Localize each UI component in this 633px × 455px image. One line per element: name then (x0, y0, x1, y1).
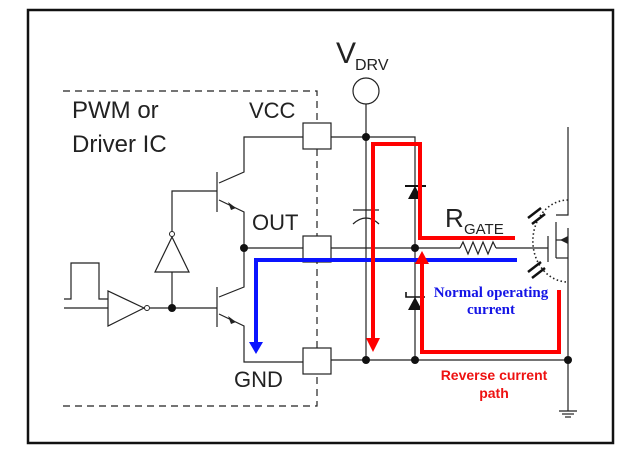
pin-label-out: OUT (252, 210, 298, 235)
ic-label-line2: Driver IC (72, 131, 167, 158)
pin-label-vcc: VCC (249, 98, 296, 123)
junction-dot (362, 356, 370, 364)
lower-zener-icon (408, 297, 422, 310)
reverse-current-path-lower (420, 262, 561, 354)
junction-dot (411, 244, 419, 252)
junction-dot (240, 244, 248, 252)
reverse-path-arrow-down-icon (366, 338, 380, 352)
ground-icon (559, 400, 577, 418)
junction-dot (564, 356, 572, 364)
reverse-path-arrow-up-icon (415, 251, 429, 264)
vdrv-subscript: DRV (355, 57, 389, 74)
mosfet-arrow-icon (560, 236, 568, 244)
vdrv-label: V (336, 37, 356, 70)
lower-emitter-arrow-icon (228, 316, 236, 324)
junction-dot (411, 356, 419, 364)
upper-emitter-arrow-icon (228, 202, 236, 210)
normal-current-label-1: Normal operating (434, 285, 549, 301)
upper-inverter-icon (154, 235, 190, 273)
normal-current-path (254, 258, 517, 345)
junction-dot (168, 304, 176, 312)
normal-current-label-2: current (467, 302, 515, 318)
input-inverter-icon (107, 290, 146, 327)
inverter-bubble-icon (169, 231, 175, 237)
zener-bar (405, 292, 425, 298)
reverse-current-path-upper (371, 142, 515, 340)
pin-out (302, 235, 332, 263)
pin-gnd (302, 347, 332, 375)
ic-internal-wiring (64, 136, 303, 363)
parasitic-capacitor-icon (527, 207, 546, 279)
normal-path-arrow-icon (249, 342, 263, 354)
reverse-current-label-2: path (479, 385, 509, 401)
junction-dot (362, 133, 370, 141)
external-wiring (331, 104, 569, 400)
ic-label-line1: PWM or (72, 97, 159, 124)
vdrv-source-icon (352, 77, 380, 105)
pin-label-gnd: GND (234, 367, 283, 392)
reverse-current-label-1: Reverse current (441, 367, 548, 383)
pin-vcc (302, 122, 332, 150)
rgate-label: R (445, 203, 464, 233)
inverter-bubble-icon (144, 305, 150, 311)
rgate-subscript: GATE (464, 221, 504, 238)
gate-resistor-icon (459, 240, 497, 256)
